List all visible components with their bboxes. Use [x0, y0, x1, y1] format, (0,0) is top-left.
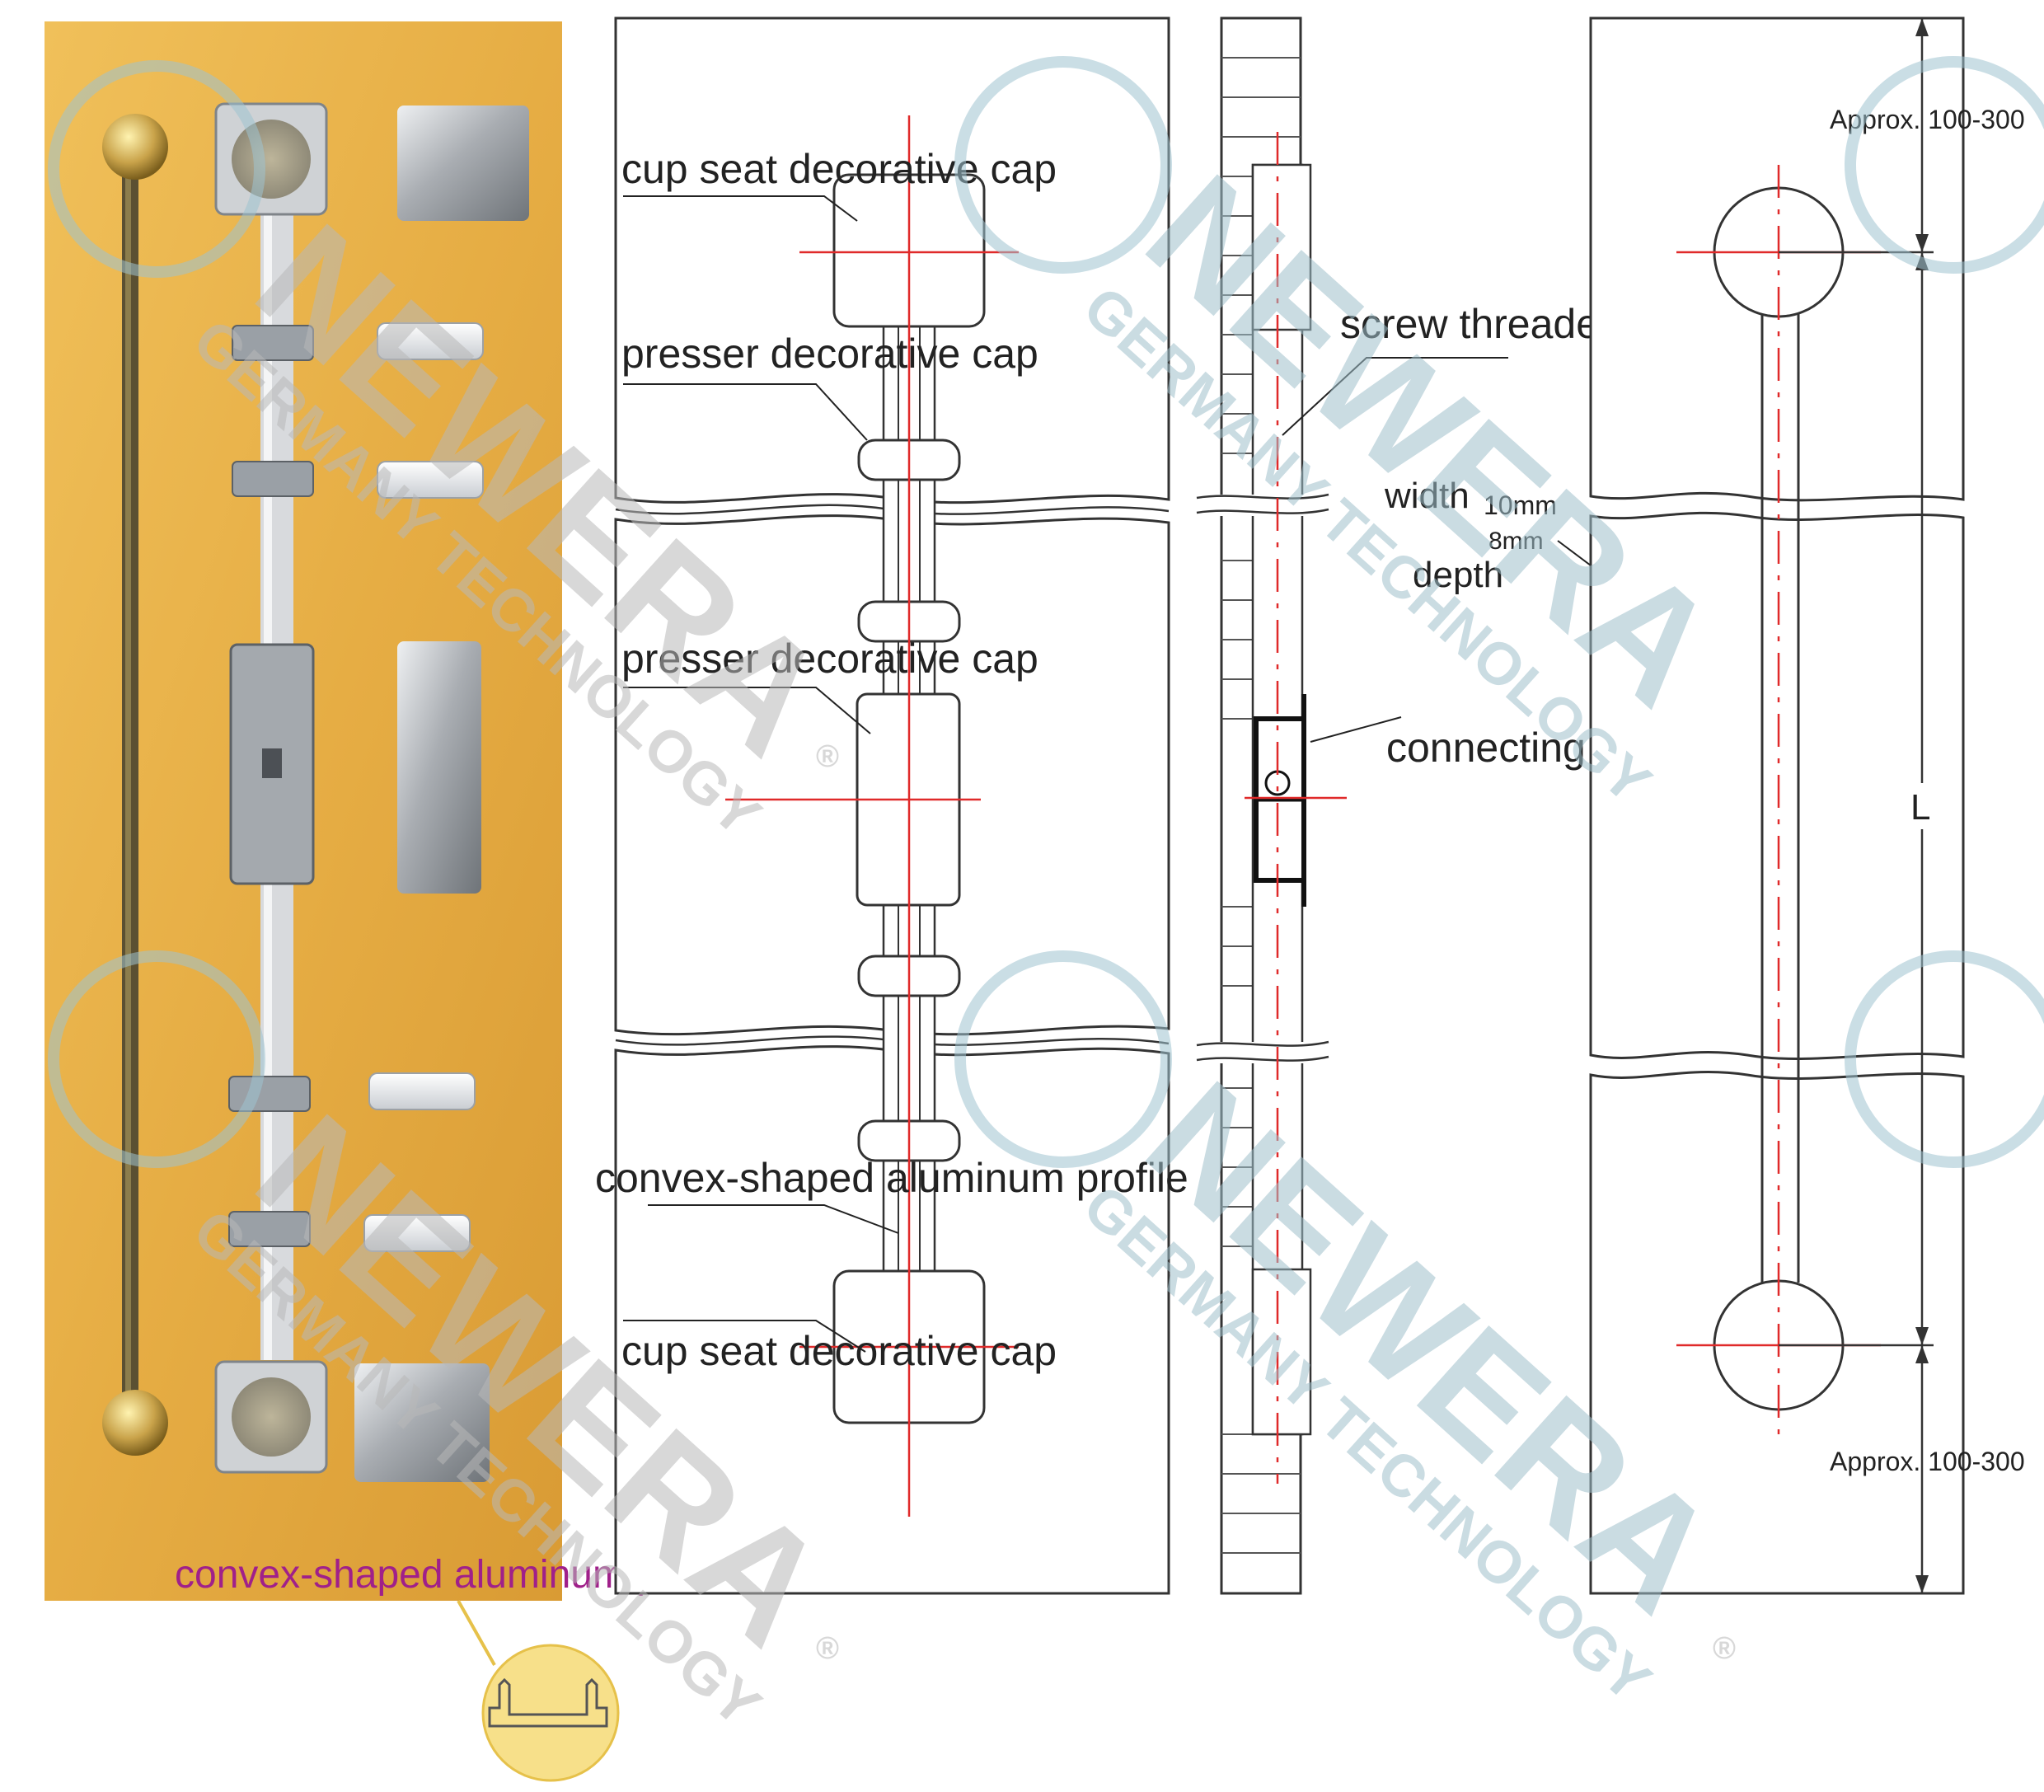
cup-seat-cap-bottom: [354, 1363, 490, 1482]
callout-leader: [457, 1600, 496, 1666]
watermark-mark: ®: [1713, 1631, 1736, 1666]
sleeve-cap: [397, 641, 481, 894]
label-presser-cap-top: presser decorative cap: [621, 331, 1038, 377]
label-depth: depth: [1413, 555, 1503, 595]
arrow-head: [1915, 1345, 1929, 1363]
watermark-mark: ®: [816, 739, 839, 774]
break-line: [1196, 493, 1329, 500]
label-width: width: [1384, 476, 1470, 516]
arrow-head: [1915, 1575, 1929, 1593]
arrow-head: [1915, 18, 1929, 36]
front-view-panel: cup seat decorative cap presser decorati…: [595, 16, 1188, 1595]
photo-panel: convex-shaped aluminum profile: [45, 21, 744, 1782]
leader-sleeve: [1310, 716, 1402, 743]
label-cup-seat-cap-top: cup seat decorative cap: [621, 146, 1057, 192]
arrow-head: [1915, 234, 1929, 252]
leader-line: [623, 687, 871, 734]
cup-seat-side-top: [1251, 163, 1312, 331]
presser-clip: [228, 1211, 311, 1247]
label-width-value: 10mm: [1484, 490, 1557, 520]
label-depth-value: 8mm: [1488, 528, 1544, 555]
leader-line: [623, 383, 868, 441]
cup-seat-bottom-well: [232, 1377, 311, 1457]
profile-section-icon: [488, 1677, 608, 1728]
door-section-mid-right: [1589, 511, 1965, 1061]
watermark-mark: ®: [816, 1631, 839, 1666]
arrow-head: [1915, 1327, 1929, 1345]
presser-cap: [377, 322, 484, 360]
presser-cap: [377, 461, 484, 499]
break-line: [1196, 508, 1329, 514]
label-cup-seat-cap-bottom: cup seat decorative cap: [621, 1328, 1057, 1374]
cup-seat-top-well: [232, 120, 311, 199]
sleeve-slot: [262, 748, 282, 778]
dim-label-bottom: Approx. 100-300: [1830, 1447, 2025, 1476]
presser-clip: [232, 461, 314, 497]
dim-label-bg: [1904, 783, 1940, 829]
profile-section-callout: [481, 1644, 620, 1782]
leader-line: [648, 1204, 899, 1234]
presser-cap: [368, 1072, 476, 1110]
cup-seat-cap-top: [397, 106, 529, 221]
bar-knob-top: [102, 114, 168, 180]
dim-label-length: L: [1910, 787, 1930, 828]
leader-line: [623, 195, 858, 222]
cup-seat-side-bottom: [1251, 1268, 1312, 1436]
label-presser-cap-mid: presser decorative cap: [621, 636, 1038, 682]
dimension-view-panel: L Approx. 100-300 Approx. 100-300: [1589, 16, 2025, 1595]
round-bar-highlight: [125, 147, 131, 1416]
presser-clip: [228, 1076, 311, 1112]
presser-cap: [363, 1214, 471, 1252]
presser-clips: [228, 325, 314, 1247]
break-line: [1196, 1040, 1329, 1047]
break-line: [1196, 1055, 1329, 1062]
presser-clip: [232, 325, 314, 361]
watermark-logo-icon: [48, 56, 2044, 1168]
bar-knob-bottom: [102, 1390, 168, 1456]
leader-rod: [1282, 357, 1508, 436]
side-view-panel: screw threaded rod width 10mm 8mm depth …: [1187, 16, 1766, 1595]
leader-line: [623, 1320, 866, 1353]
